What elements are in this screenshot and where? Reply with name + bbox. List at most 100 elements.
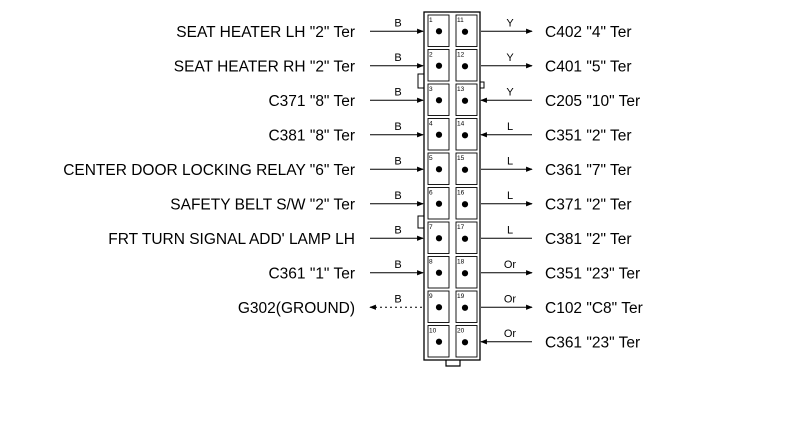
circuit-destination-label: C401 "5" Ter bbox=[545, 58, 632, 75]
pin-cavity bbox=[427, 152, 450, 185]
wire-color-code: B bbox=[394, 52, 401, 64]
circuit-destination-label: FRT TURN SIGNAL ADD' LAMP LH bbox=[108, 231, 355, 248]
pin-cavity bbox=[455, 118, 478, 151]
pin-terminal-dot bbox=[435, 28, 443, 35]
pin-cavity bbox=[427, 83, 450, 116]
pin-row: 2 12 B SEAT HEATER RH "2" Ter Y C401 "5" Ter bbox=[174, 49, 632, 82]
pin-number: 17 bbox=[457, 224, 465, 231]
pin-number: 14 bbox=[457, 121, 465, 128]
pin-cavity bbox=[427, 221, 450, 254]
pin-cavity bbox=[427, 290, 450, 323]
circuit-destination-label: C361 "7" Ter bbox=[545, 162, 632, 179]
wire-color-code: Y bbox=[506, 86, 514, 98]
wire-color-code: B bbox=[394, 155, 401, 167]
pin-terminal-dot bbox=[461, 235, 469, 242]
circuit-destination-label: C205 "10" Ter bbox=[545, 93, 640, 110]
pin-terminal-dot bbox=[435, 304, 443, 311]
circuit-destination-label: C361 "1" Ter bbox=[268, 265, 355, 282]
pin-number: 8 bbox=[429, 259, 433, 266]
wire-color-code: Or bbox=[504, 328, 517, 340]
circuit-destination-label: C381 "2" Ter bbox=[545, 231, 632, 248]
wire-color-code: L bbox=[507, 155, 513, 167]
pin-cavity bbox=[455, 14, 478, 47]
pin-number: 4 bbox=[429, 121, 433, 128]
pin-terminal-dot bbox=[461, 201, 469, 208]
wire-color-code: L bbox=[507, 224, 513, 236]
pin-number: 12 bbox=[457, 52, 465, 59]
circuit-destination-label: C371 "2" Ter bbox=[545, 196, 632, 213]
circuit-destination-label: C371 "8" Ter bbox=[268, 93, 355, 110]
pin-terminal-dot bbox=[461, 304, 469, 311]
wire-color-code: B bbox=[394, 293, 401, 305]
pin-number: 9 bbox=[429, 293, 433, 300]
wire-color-code: B bbox=[394, 259, 401, 271]
wire-color-code: Or bbox=[504, 259, 517, 271]
circuit-destination-label: C381 "8" Ter bbox=[268, 127, 355, 144]
pin-number: 5 bbox=[429, 155, 433, 162]
pin-row: 5 15 B CENTER DOOR LOCKING RELAY "6" Ter L C3… bbox=[63, 152, 632, 185]
pin-number: 15 bbox=[457, 155, 465, 162]
pin-number: 13 bbox=[457, 86, 465, 93]
circuit-destination-label: SEAT HEATER LH "2" Ter bbox=[176, 24, 355, 41]
pin-row: 4 14 B C381 "8" Ter L C351 "2" Ter bbox=[268, 118, 632, 151]
circuit-destination-label: SAFETY BELT S/W "2" Ter bbox=[170, 196, 355, 213]
pin-terminal-dot bbox=[461, 97, 469, 104]
pin-cavity bbox=[427, 325, 450, 358]
pin-terminal-dot bbox=[435, 166, 443, 173]
pin-cavity bbox=[427, 49, 450, 82]
pin-row: 7 17 B FRT TURN SIGNAL ADD' LAMP LH L C381 "2… bbox=[108, 221, 632, 254]
pin-number: 19 bbox=[457, 293, 465, 300]
wire-color-code: Or bbox=[504, 293, 517, 305]
pin-number: 10 bbox=[429, 328, 437, 335]
wire-color-code: L bbox=[507, 190, 513, 202]
circuit-destination-label: CENTER DOOR LOCKING RELAY "6" Ter bbox=[63, 162, 355, 179]
pin-number: 18 bbox=[457, 259, 465, 266]
pin-number: 20 bbox=[457, 328, 465, 335]
pin-terminal-dot bbox=[435, 269, 443, 276]
circuit-destination-label: C351 "2" Ter bbox=[545, 127, 632, 144]
circuit-destination-label: SEAT HEATER RH "2" Ter bbox=[174, 58, 355, 75]
wire-color-code: Y bbox=[506, 17, 514, 29]
wire-color-code: B bbox=[394, 224, 401, 236]
pin-cavity bbox=[455, 290, 478, 323]
pin-row: 3 13 B C371 "8" Ter Y C205 "10" Ter bbox=[268, 83, 640, 116]
pin-cavity bbox=[455, 221, 478, 254]
pin-number: 11 bbox=[457, 17, 464, 24]
connector-body bbox=[417, 11, 485, 367]
wire-color-code: B bbox=[394, 121, 401, 133]
circuit-destination-label: G302(GROUND) bbox=[238, 300, 355, 317]
pin-terminal-dot bbox=[461, 63, 469, 70]
pin-terminal-dot bbox=[435, 62, 443, 69]
pin-terminal-dot bbox=[461, 28, 469, 35]
pin-terminal-dot bbox=[435, 235, 443, 242]
wire-color-code: L bbox=[507, 121, 513, 133]
circuit-destination-label: C402 "4" Ter bbox=[545, 24, 632, 41]
pin-terminal-dot bbox=[435, 97, 443, 104]
pin-cavity bbox=[427, 14, 450, 47]
wire-color-code: B bbox=[394, 190, 401, 202]
pin-terminal-dot bbox=[435, 338, 443, 345]
circuit-destination-label: C102 "C8" Ter bbox=[545, 300, 643, 317]
pin-cavity bbox=[455, 83, 478, 116]
pin-terminal-dot bbox=[461, 339, 469, 346]
pin-number: 2 bbox=[429, 52, 433, 59]
pin-cavity bbox=[455, 49, 478, 82]
pin-number: 6 bbox=[429, 190, 433, 197]
pin-cavity bbox=[455, 256, 478, 289]
pin-cavity bbox=[427, 256, 450, 289]
pin-cavity bbox=[455, 325, 478, 358]
pin-number: 1 bbox=[429, 17, 433, 24]
pin-number: 3 bbox=[429, 86, 433, 93]
wire-color-code: Y bbox=[506, 52, 514, 64]
pin-terminal-dot bbox=[461, 270, 469, 277]
pin-terminal-dot bbox=[461, 166, 469, 173]
pin-number: 7 bbox=[429, 224, 433, 231]
wire-color-code: B bbox=[394, 86, 401, 98]
pin-terminal-dot bbox=[435, 200, 443, 207]
